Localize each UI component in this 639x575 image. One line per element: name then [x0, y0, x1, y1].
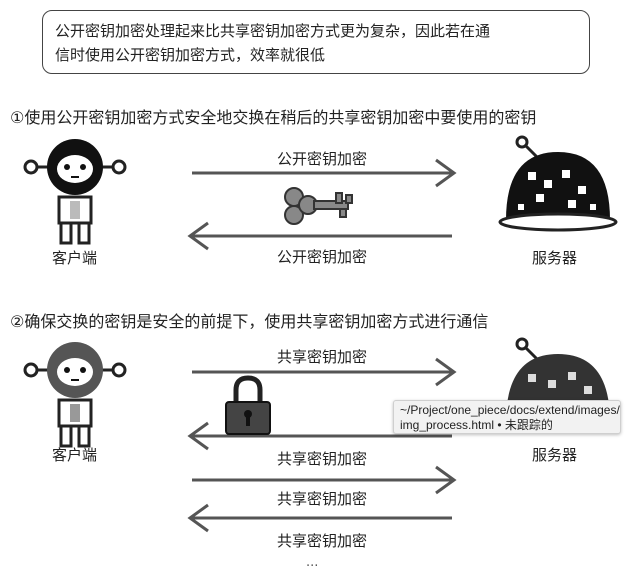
step1-client-label: 客户端 — [52, 249, 98, 267]
step1-server-label: 服务器 — [532, 249, 578, 267]
note-line-1: 公开密钥加密处理起来比共享密钥加密方式更为复杂，因此若在通 — [55, 22, 491, 40]
step2-arrow-left-1 — [187, 421, 452, 451]
file-path-tooltip: ~/Project/one_piece/docs/extend/images/ … — [393, 400, 621, 434]
step1-arrow-right — [192, 158, 457, 188]
tooltip-line-1: ~/Project/one_piece/docs/extend/images/ — [400, 403, 620, 417]
step2-title: ②确保交换的密钥是安全的前提下，使用共享密钥加密方式进行通信 — [10, 312, 489, 331]
note-line-2: 信时使用公开密钥加密方式，效率就很低 — [55, 46, 326, 64]
step2-arrow-label-3: 共享密钥加密 — [276, 490, 367, 508]
continuation-ellipsis: ... — [306, 555, 319, 570]
step1-arrow-top-label: 公开密钥加密 — [276, 150, 367, 168]
step2-arrow-left-2 — [187, 503, 452, 533]
step2-arrow-right-1 — [192, 357, 457, 387]
client-robot-icon — [23, 139, 127, 245]
step2-server-label: 服务器 — [532, 446, 578, 464]
padlock-icon — [225, 375, 271, 435]
server-dome-icon — [498, 135, 618, 232]
step1-arrow-bottom-label: 公开密钥加密 — [276, 248, 367, 266]
step2-arrow-label-4: 共享密钥加密 — [276, 532, 367, 550]
step2-arrow-right-2 — [192, 465, 457, 495]
step2-arrow-label-1: 共享密钥加密 — [276, 348, 367, 366]
client-robot-icon-2 — [23, 342, 127, 448]
step2-client-label: 客户端 — [52, 446, 98, 464]
note-box: 公开密钥加密处理起来比共享密钥加密方式更为复杂，因此若在通 信时使用公开密钥加密… — [42, 10, 590, 74]
key-icon — [284, 187, 353, 225]
step2-arrow-label-2: 共享密钥加密 — [276, 450, 367, 468]
tooltip-line-2: img_process.html • 未跟踪的 — [400, 418, 553, 432]
step1-arrow-left — [187, 221, 452, 251]
step1-title: ①使用公开密钥加密方式安全地交换在稍后的共享密钥加密中要使用的密钥 — [10, 108, 537, 127]
